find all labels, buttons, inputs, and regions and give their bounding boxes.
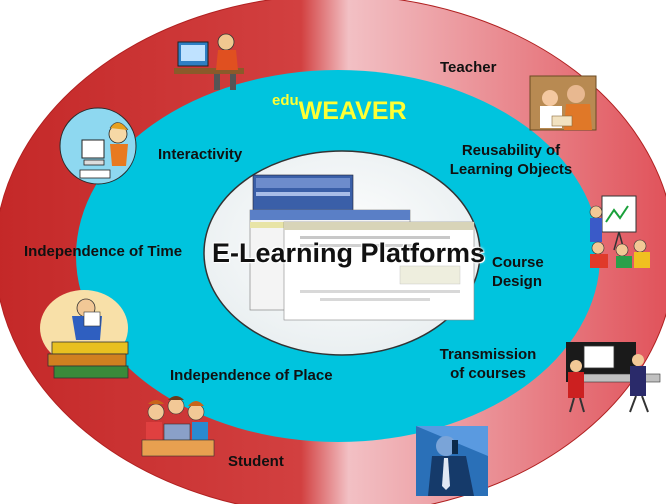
feature-course-design: Course Design xyxy=(492,253,544,291)
person-at-computer-icon xyxy=(174,33,244,90)
feature-transmission: Transmission of courses xyxy=(428,345,548,383)
feature-course-design-line2: Design xyxy=(492,273,543,290)
role-student: Student xyxy=(228,453,284,470)
title-prefix: edu xyxy=(272,92,299,109)
reader-on-books-icon xyxy=(40,290,129,379)
feature-independence-time: Independence of Time xyxy=(24,243,183,260)
feature-interactivity: Interactivity xyxy=(158,146,243,163)
presenter-with-children-icon xyxy=(589,195,650,268)
business-meeting-icon xyxy=(566,342,661,413)
platform-screenshots xyxy=(249,174,475,321)
core-label: E-Learning Platforms xyxy=(212,238,486,268)
feature-transmission-line1: Transmission xyxy=(439,346,537,363)
girl-at-computer-icon xyxy=(59,107,137,185)
teacher-with-student-icon xyxy=(529,75,597,131)
feature-course-design-line1: Course xyxy=(492,254,544,271)
diagram-title: eduWEAVER xyxy=(272,92,407,126)
role-teacher: Teacher xyxy=(440,59,497,76)
children-at-laptop-icon xyxy=(141,396,215,457)
feature-reusability-line2: Learning Objects xyxy=(449,161,573,178)
feature-transmission-line2: of courses xyxy=(450,365,526,382)
feature-reusability: Reusability of Learning Objects xyxy=(436,141,586,179)
man-on-phone-icon xyxy=(416,426,488,496)
feature-independence-place: Independence of Place xyxy=(170,367,333,384)
title-main: WEAVER xyxy=(298,97,407,125)
feature-reusability-line1: Reusability of xyxy=(461,142,561,159)
